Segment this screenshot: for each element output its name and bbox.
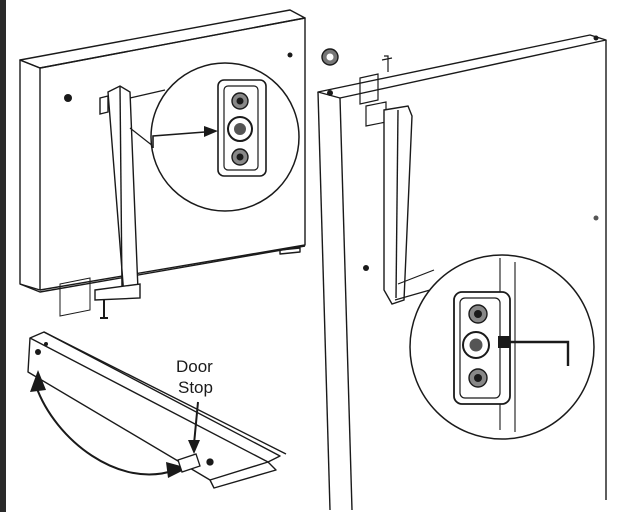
right-door-hole-c [593,215,599,221]
door-stop-label-line1: Door [176,357,213,376]
right-door-panel [317,34,607,511]
hinge-outline-box [59,277,91,317]
hinge-screw [100,300,108,319]
door-hole-right [287,52,293,58]
upper-door-handle [94,85,141,301]
rotation-arrowhead-bottom [166,462,188,478]
door-hole-left [64,94,72,102]
right-door-handle [383,105,413,305]
lower-door-hole-a [35,349,41,355]
upper-left-door-panel [19,9,306,293]
frame-left-bar [0,0,6,512]
door-stop-part [177,453,214,473]
lower-door-panel [27,331,287,489]
upper-magnifier-detail [129,62,300,212]
right-door-hole-d [363,265,369,271]
right-magnifier-detail [394,254,595,440]
door-stop-pointer-head [188,440,200,454]
door-stop-pointer-line [193,401,199,445]
rotation-arrowhead-top [30,370,46,392]
lower-door-hole-b [44,342,48,346]
rotation-arrow [35,385,176,476]
door-stop-label-line2: Stop [178,378,213,397]
right-door-hole-a [327,90,333,96]
screw-cap-center [326,53,334,61]
right-door-hole-b [593,35,599,41]
